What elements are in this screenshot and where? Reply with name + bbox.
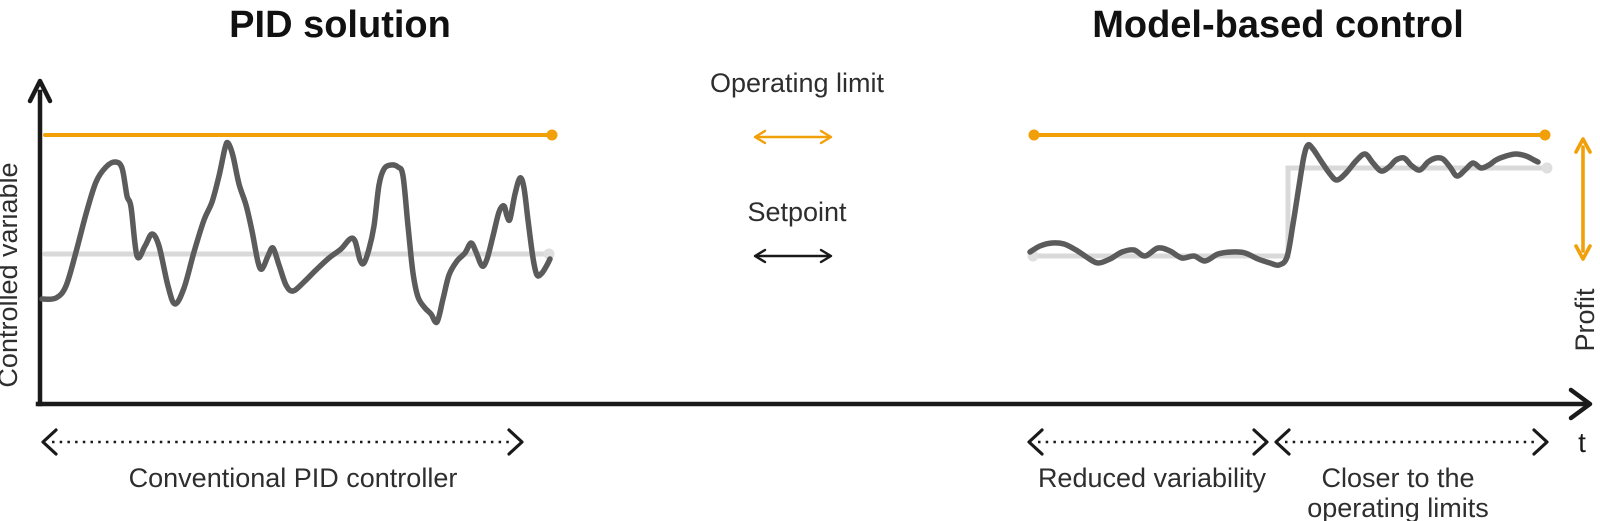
pid-chart xyxy=(39,129,558,326)
pid-range-arrow-icon xyxy=(41,428,524,456)
pid-operating-limit-end-dot xyxy=(546,129,558,141)
closer-to-limits-arrow-icon xyxy=(1274,428,1549,456)
operating-limit-arrow-icon xyxy=(753,129,833,145)
profit-arrow-icon xyxy=(1574,137,1592,261)
x-axis xyxy=(35,387,1593,421)
right-chart-title: Model-based control xyxy=(1092,4,1464,46)
closer-to-limits-label-line1: Closer to the xyxy=(1321,463,1474,493)
pid-setpoint-end-dot xyxy=(543,248,555,260)
x-axis-arrowhead-icon xyxy=(1568,387,1593,421)
legend-operating-limit-label: Operating limit xyxy=(710,68,885,98)
mbc-chart xyxy=(1027,129,1553,268)
pid-signal-curve xyxy=(39,139,553,326)
mbc-signal-curve xyxy=(1027,141,1541,268)
setpoint-arrow-icon xyxy=(753,248,833,264)
pid-range-label: Conventional PID controller xyxy=(129,463,458,493)
closer-to-limits-label-line2: operating limits xyxy=(1307,493,1489,521)
legend: Operating limit Setpoint xyxy=(710,68,885,264)
mbc-operating-limit-start-dot xyxy=(1028,129,1040,141)
reduced-variability-label: Reduced variability xyxy=(1038,463,1267,493)
legend-setpoint-label: Setpoint xyxy=(747,197,847,227)
reduced-variability-arrow-icon xyxy=(1027,428,1269,456)
left-chart-title: PID solution xyxy=(229,4,451,46)
mbc-setpoint-end-dot xyxy=(1541,162,1553,174)
y-axis xyxy=(27,78,53,407)
mbc-operating-limit-end-dot xyxy=(1539,129,1551,141)
x-axis-label: t xyxy=(1578,427,1586,458)
profit-label: Profit xyxy=(1570,288,1600,352)
y-axis-label: Controlled variable xyxy=(0,162,23,387)
y-axis-arrowhead-icon xyxy=(27,78,53,104)
